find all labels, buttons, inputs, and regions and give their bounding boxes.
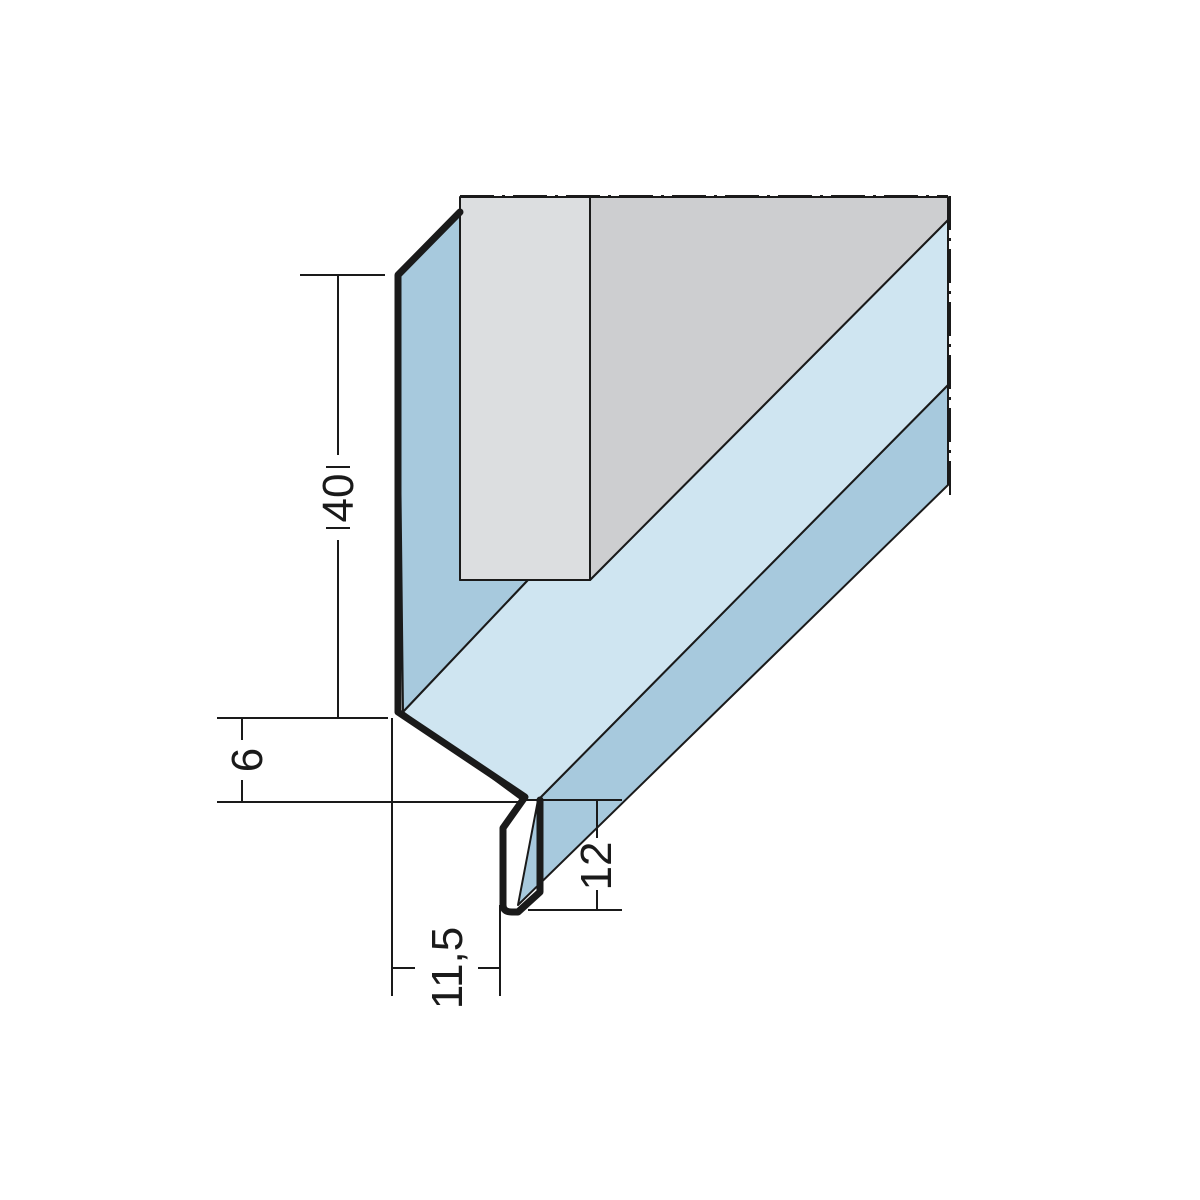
- wall-block: [459, 196, 949, 581]
- center-lines: [460, 195, 951, 495]
- dim-40: [300, 274, 385, 718]
- dim-11-5: [391, 718, 501, 996]
- dim-12-label: 12: [572, 842, 621, 891]
- profile-section-outline: [394, 208, 544, 916]
- dim-6-label: 6: [223, 748, 272, 772]
- dim-40-label: 40: [314, 474, 363, 523]
- dim-11-5-label: 11,5: [423, 927, 472, 1009]
- dim-12: [528, 799, 622, 911]
- dim-6: [217, 717, 522, 803]
- block-front: [459, 196, 591, 581]
